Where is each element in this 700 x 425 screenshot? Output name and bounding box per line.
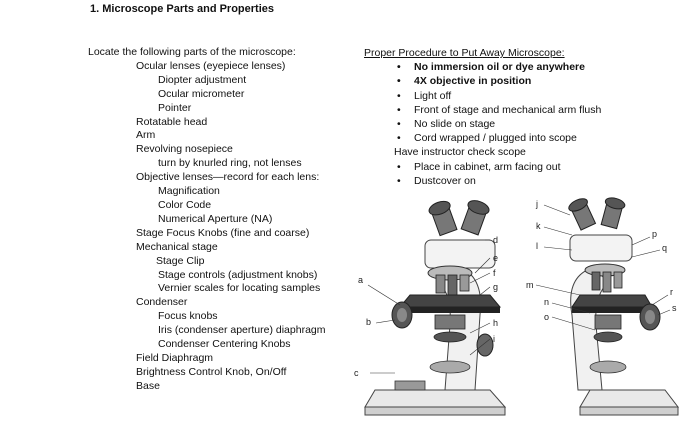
bullet-icon: • xyxy=(397,174,401,187)
bullet-icon: • xyxy=(397,103,401,116)
label-lines xyxy=(367,204,671,374)
label-q: q xyxy=(662,243,667,253)
left-microscope xyxy=(364,200,507,416)
parts-list-item: Ocular micrometer xyxy=(158,87,245,100)
procedure-bullet-text: Front of stage and mechanical arm flush xyxy=(414,103,602,116)
label-p: p xyxy=(652,229,657,239)
parts-list-item: Iris (condenser aperture) diaphragm xyxy=(158,324,326,337)
bullet-icon: • xyxy=(397,61,401,74)
label-g: g xyxy=(493,282,498,292)
bullet-icon: • xyxy=(397,160,401,173)
parts-list-item: Mechanical stage xyxy=(136,240,218,253)
parts-list-item: Vernier scales for locating samples xyxy=(158,282,321,295)
parts-list-item: Condenser xyxy=(136,296,188,309)
procedure-bullet: • No slide on stage xyxy=(364,117,664,131)
label-s: s xyxy=(672,303,677,313)
label-j: j xyxy=(535,199,538,209)
parts-list-item: Magnification xyxy=(158,185,220,198)
parts-intro: Locate the following parts of the micros… xyxy=(88,46,296,58)
right-microscope xyxy=(568,197,680,416)
label-a: a xyxy=(358,275,363,285)
bullet-icon: • xyxy=(397,118,401,131)
label-c: c xyxy=(354,368,359,378)
label-b: b xyxy=(366,317,371,327)
parts-list-item: Stage controls (adjustment knobs) xyxy=(158,268,318,281)
procedure-title: Proper Procedure to Put Away Microscope: xyxy=(364,47,565,59)
parts-list-item: Arm xyxy=(136,129,156,142)
parts-list-item: Stage Clip xyxy=(156,254,205,267)
parts-list-item: Ocular lenses (eyepiece lenses) xyxy=(136,59,286,72)
procedure-bullet-text: Light off xyxy=(414,89,452,102)
procedure-bullet-text: No slide on stage xyxy=(414,118,496,131)
section-heading: 1. Microscope Parts and Properties xyxy=(90,3,275,15)
label-r: r xyxy=(670,287,673,297)
parts-list-item: Revolving nosepiece xyxy=(136,143,233,156)
procedure-bullet-text: No immersion oil or dye anywhere xyxy=(414,61,585,74)
procedure-bullet: • No immersion oil or dye anywhere xyxy=(364,60,664,74)
procedure-bullet: • Cord wrapped / plugged into scope xyxy=(364,131,664,145)
label-l: l xyxy=(536,241,538,251)
procedure-bullet: • Front of stage and mechanical arm flush xyxy=(364,103,664,117)
procedure-bullet-text: Dustcover on xyxy=(414,174,476,187)
bullet-icon: • xyxy=(397,132,401,145)
procedure-bullet-text: Cord wrapped / plugged into scope xyxy=(414,132,577,145)
parts-list-item: Focus knobs xyxy=(158,310,218,323)
parts-list-item: Objective lenses—record for each lens: xyxy=(136,171,320,184)
parts-list-item: Color Code xyxy=(158,198,212,211)
procedure-bullet-text: 4X objective in position xyxy=(414,75,532,88)
procedure-bullet: • Dustcover on xyxy=(364,174,664,188)
label-h: h xyxy=(493,318,498,328)
parts-list-item: Numerical Aperture (NA) xyxy=(158,212,273,225)
parts-list-item: Brightness Control Knob, On/Off xyxy=(136,365,287,378)
microscope-diagram-svg: a b c d e f g h i j k l m n o p q r s xyxy=(354,197,680,416)
label-e: e xyxy=(493,253,498,263)
microscope-diagram: a b c d e f g h i j k l m n o p q r s xyxy=(340,195,700,420)
parts-list-item: Field Diaphragm xyxy=(136,351,214,364)
parts-list-item: Stage Focus Knobs (fine and coarse) xyxy=(136,226,310,239)
procedure-bullet: • Place in cabinet, arm facing out xyxy=(364,160,664,174)
label-f: f xyxy=(493,268,496,278)
label-i: i xyxy=(493,334,495,344)
procedure-bullet-text: Place in cabinet, arm facing out xyxy=(414,160,561,173)
label-m: m xyxy=(526,280,534,290)
put-away-procedure: Proper Procedure to Put Away Microscope:… xyxy=(364,46,664,188)
label-d: d xyxy=(493,235,498,245)
parts-list: Locate the following parts of the micros… xyxy=(88,46,368,394)
parts-list-item: Condenser Centering Knobs xyxy=(158,338,291,351)
label-o: o xyxy=(544,312,549,322)
parts-list-item: Rotatable head xyxy=(136,115,208,128)
instructor-check-line: Have instructor check scope xyxy=(394,146,526,159)
procedure-bullet: • 4X objective in position xyxy=(364,74,664,88)
parts-list-item: Base xyxy=(136,379,160,392)
bullet-icon: • xyxy=(397,75,401,88)
label-k: k xyxy=(536,221,541,231)
parts-list-item: Diopter adjustment xyxy=(158,73,247,86)
parts-list-item: turn by knurled ring, not lenses xyxy=(158,157,302,170)
procedure-bullet: • Light off xyxy=(364,89,664,103)
parts-list-item: Pointer xyxy=(158,101,192,114)
label-n: n xyxy=(544,297,549,307)
bullet-icon: • xyxy=(397,89,401,102)
